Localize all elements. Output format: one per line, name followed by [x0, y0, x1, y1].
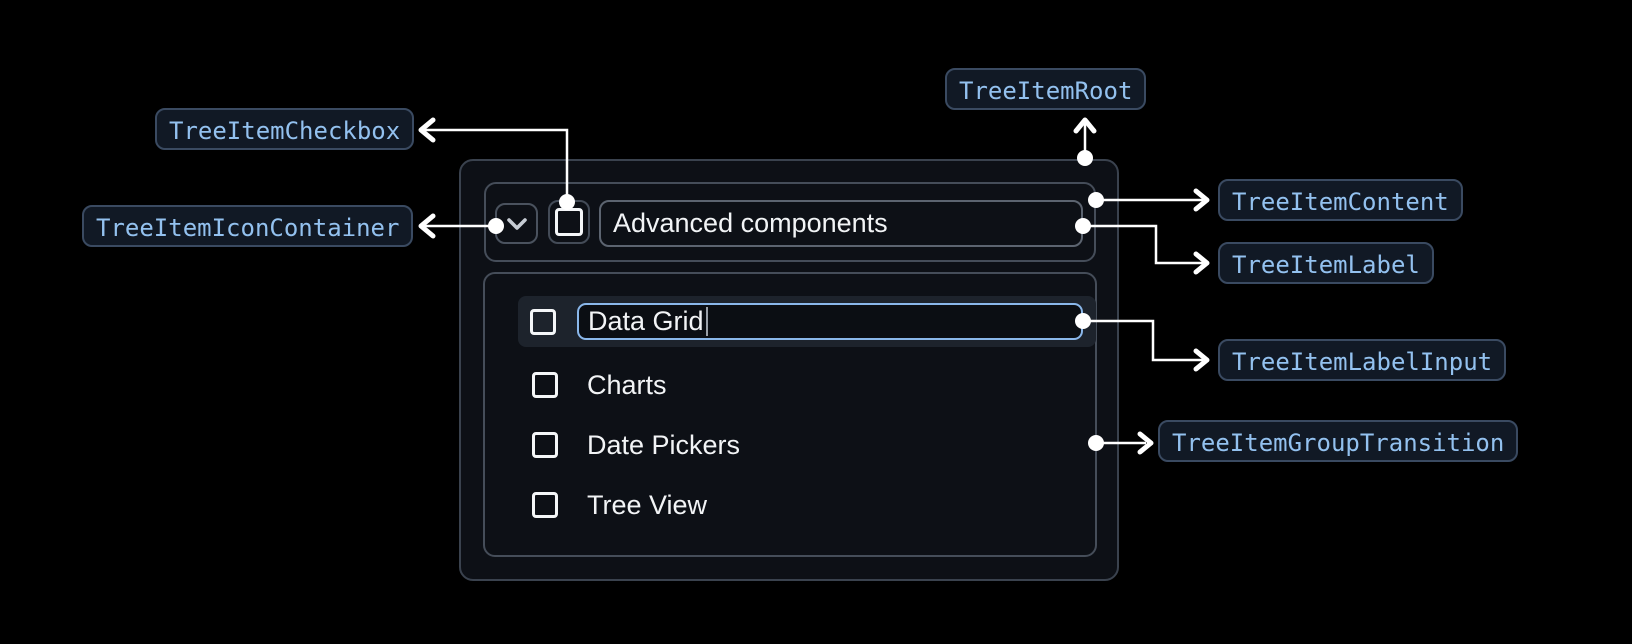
tree-item-label-input[interactable]: Data Grid	[577, 303, 1083, 340]
badge-tree-item-group-transition: TreeItemGroupTransition	[1158, 420, 1519, 462]
tree-item-content[interactable]	[484, 182, 1096, 262]
expand-button[interactable]	[495, 203, 538, 244]
parent-item-label: Advanced components	[613, 208, 888, 238]
badge-tree-item-content: TreeItemContent	[1218, 179, 1463, 221]
tree-item-label: Charts	[587, 369, 667, 400]
arrowhead-right	[1193, 251, 1210, 275]
arrowhead-left	[418, 117, 436, 143]
label-input-value: Data Grid	[588, 306, 704, 336]
checkbox-unchecked-icon[interactable]	[530, 308, 556, 335]
badge-tree-item-checkbox: TreeItemCheckbox	[155, 108, 415, 150]
badge-tree-item-root: TreeItemRoot	[945, 68, 1147, 110]
arrowhead-right	[1137, 431, 1154, 455]
badge-tree-item-label-input: TreeItemLabelInput	[1218, 339, 1507, 381]
tree-item-label: Date Pickers	[587, 429, 741, 460]
chevron-down-icon	[506, 217, 527, 230]
tree-item-label[interactable]: Advanced components	[599, 200, 1083, 247]
checkbox-unchecked-icon	[555, 208, 583, 236]
badge-tree-item-icon-container: TreeItemIconContainer	[82, 205, 414, 247]
checkbox-unchecked-icon[interactable]	[532, 372, 558, 398]
tree-row[interactable]: Charts	[518, 361, 1096, 409]
text-cursor	[705, 307, 709, 336]
tree-item-label: Tree View	[587, 489, 708, 520]
checkbox-unchecked-icon[interactable]	[532, 432, 558, 458]
tree-item-group-transition	[483, 272, 1097, 557]
arrowhead-left	[418, 213, 436, 239]
arrowhead-right	[1193, 348, 1210, 372]
tree-item-checkbox[interactable]	[548, 200, 590, 244]
arrowhead-up	[1073, 117, 1097, 134]
tree-row[interactable]: Date Pickers	[518, 421, 1096, 469]
arrowhead-right	[1193, 188, 1210, 212]
badge-tree-item-label: TreeItemLabel	[1218, 242, 1434, 284]
tree-row[interactable]: Tree View	[518, 481, 1096, 529]
checkbox-unchecked-icon[interactable]	[532, 492, 558, 518]
tree-item-root	[459, 159, 1119, 581]
